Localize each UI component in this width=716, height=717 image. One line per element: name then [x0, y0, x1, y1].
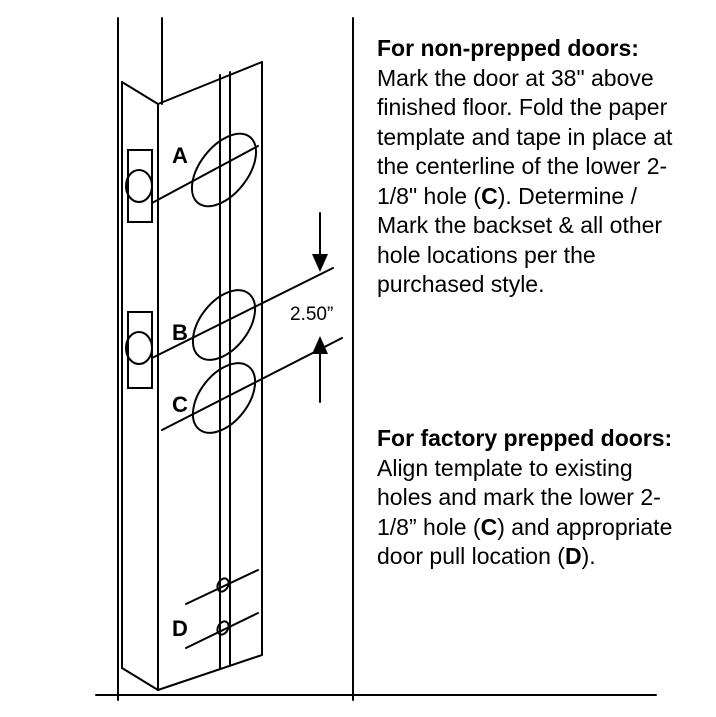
door-top-edge-1	[121, 81, 159, 105]
factory-prepped-text-3: ).	[581, 543, 596, 569]
non-prepped-text-2: ). Determine / Mark the backset & all ot…	[377, 182, 663, 298]
pull-line-lower	[185, 612, 259, 649]
edge-bore-upper	[125, 169, 153, 203]
dimension-arrowhead-top	[312, 254, 328, 272]
label-a: A	[172, 143, 188, 168]
hole-c	[191, 362, 257, 434]
door-top-edge-2	[157, 61, 263, 105]
dimension-label: 2.50”	[290, 304, 333, 325]
hole-c-centerline	[161, 337, 343, 431]
door-edge-bottom	[121, 667, 159, 691]
hole-b-centerline	[151, 267, 334, 359]
non-prepped-ref-c: C	[481, 182, 498, 209]
non-prepped-text-1: Mark the door at 38" above finished floo…	[377, 64, 673, 209]
edge-prep-upper	[127, 149, 153, 223]
factory-prepped-ref-c: C	[480, 513, 498, 540]
factory-prepped-heading: For factory prepped doors:	[377, 425, 673, 451]
factory-prepped-ref-d: D	[564, 543, 582, 569]
edge-prep-lower	[127, 311, 153, 389]
hole-b	[191, 289, 257, 361]
label-c: C	[172, 392, 188, 417]
non-prepped-heading: For non-prepped doors:	[377, 35, 639, 61]
factory-prepped-text-1: Align template to existing holes and mar…	[377, 454, 661, 540]
non-prepped-instructions: For non-prepped doors: Mark the door at …	[377, 34, 677, 300]
label-d: D	[172, 616, 188, 641]
door-bottom-edge	[157, 654, 263, 691]
hole-a-centerline	[151, 145, 259, 204]
pull-line-upper	[185, 569, 259, 605]
edge-bore-lower	[125, 331, 153, 365]
label-b: B	[172, 320, 188, 345]
pull-hole-upper	[216, 577, 230, 593]
dimension-arrowhead-bottom	[312, 336, 328, 354]
hole-a	[190, 132, 258, 208]
factory-prepped-instructions: For factory prepped doors: Align templat…	[377, 424, 677, 572]
factory-prepped-text-2: ) and appropriate door pull location (	[377, 513, 673, 570]
pull-hole-lower	[216, 620, 230, 636]
